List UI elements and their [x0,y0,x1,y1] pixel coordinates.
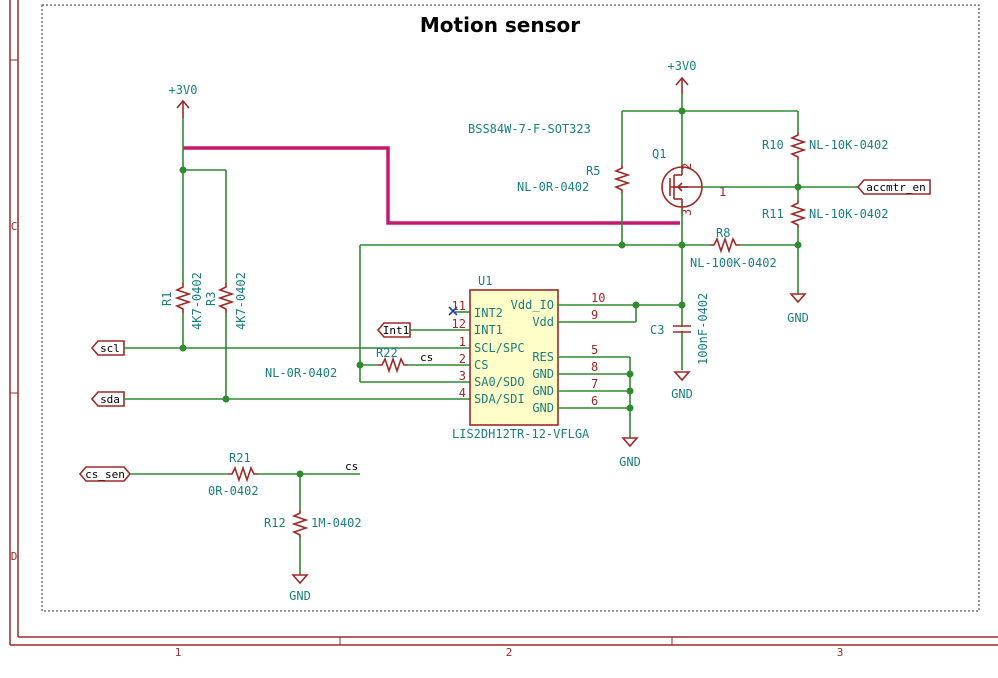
ic-u1[interactable]: U1 LIS2DH12TR-12-VFLGA 11 INT2 12 INT1 1… [452,274,606,441]
r8-ref: R8 [716,226,730,240]
u1-pin-gnd-6: GND [532,401,554,415]
vcc-left-label: +3V0 [169,83,198,97]
q1-value: BSS84W-7-F-SOT323 [468,122,591,136]
r1-ref: R1 [160,292,174,306]
resistor-r12[interactable]: R12 1M-0402 [264,510,362,538]
u1-pin-cs: CS [474,358,488,372]
sheet-box [41,4,980,612]
q1-pin-drain: 3 [680,209,694,216]
net-cs-top: cs [420,351,433,364]
u1-pin-int2: INT2 [474,306,503,320]
sheet-frame: C D 1 2 3 [9,0,998,659]
resistor-r8[interactable]: R8 NL-100K-0402 [690,226,777,270]
frame-col-1: 1 [175,646,182,659]
capacitor-c3[interactable]: C3 100nF-0402 [650,293,710,365]
svg-text:GND: GND [289,589,311,603]
r10-value: NL-10K-0402 [809,138,888,152]
r11-value: NL-10K-0402 [809,207,888,221]
u1-pin-2: 2 [459,352,466,366]
int1-label: Int1 [383,324,410,337]
resistor-r3[interactable]: R3 4K7-0402 [204,272,248,330]
r3-ref: R3 [204,292,218,306]
q1-pin-gate: 1 [719,185,726,199]
port-sda[interactable]: sda [90,391,125,407]
svg-text:GND: GND [619,455,641,469]
r12-ref: R12 [264,516,286,530]
sheet-title: Motion sensor [420,13,580,37]
frame-row-c: C [11,220,18,233]
port-int1[interactable]: Int1 [376,322,411,338]
highlighted-wire[interactable] [183,146,680,225]
gnd-symbol-c3: GND [671,371,693,401]
r12-value: 1M-0402 [311,516,362,530]
resistor-r11[interactable]: R11 NL-10K-0402 [762,200,888,228]
svg-text:GND: GND [787,311,809,325]
u1-pin-1: 1 [459,335,466,349]
u1-value: LIS2DH12TR-12-VFLGA [452,427,590,441]
u1-pin-9: 9 [591,308,598,322]
r22-value: NL-0R-0402 [265,366,337,380]
u1-pin-10: 10 [591,291,605,305]
r5-value: NL-0R-0402 [517,180,589,194]
u1-pin-vddio: Vdd_IO [511,298,554,312]
r21-ref: R21 [229,451,251,465]
q1-ref: Q1 [652,147,666,161]
u1-pin-sda: SDA/SDI [474,392,525,406]
no-connect-int2 [448,306,458,316]
frame-row-d: D [11,550,18,563]
power-symbol-right: +3V0 [668,59,697,94]
u1-pin-vdd: Vdd [532,315,554,329]
gnd-symbol-r11: GND [787,293,809,325]
r10-ref: R10 [762,138,784,152]
r8-value: NL-100K-0402 [690,256,777,270]
port-accmtr-en[interactable]: accmtr_en [856,179,931,195]
accmtr-en-label: accmtr_en [866,181,926,194]
power-symbol-left: +3V0 [169,83,198,118]
r22-ref: R22 [376,346,398,360]
u1-pin-11: 11 [452,299,466,313]
resistor-r5[interactable]: R5 NL-0R-0402 [517,164,631,194]
r1-value: 4K7-0402 [190,272,204,330]
u1-pin-res: RES [532,350,554,364]
frame-col-3: 3 [837,646,844,659]
u1-pin-6: 6 [591,394,598,408]
port-cs-sen[interactable]: cs_sen [78,466,132,482]
u1-ref: U1 [478,274,492,288]
cs-sen-label: cs_sen [85,468,125,481]
frame-col-2: 2 [506,646,513,659]
r5-ref: R5 [586,164,600,178]
u1-pin-4: 4 [459,386,466,400]
c3-value: 100nF-0402 [696,293,710,365]
r3-value: 4K7-0402 [234,272,248,330]
u1-pin-12: 12 [452,317,466,331]
sda-label: sda [100,393,120,406]
q1-pin-source: 2 [680,163,694,170]
resistor-r10[interactable]: R10 NL-10K-0402 [762,132,888,160]
u1-pin-gnd-7: GND [532,384,554,398]
u1-pin-3: 3 [459,369,466,383]
resistor-r21[interactable]: R21 0R-0402 [208,451,259,498]
mosfet-q1[interactable]: Q1 1 2 3 [652,147,726,216]
scl-label: scl [100,342,120,355]
r21-value: 0R-0402 [208,484,259,498]
resistor-r22[interactable]: R22 NL-0R-0402 [265,346,408,380]
resistor-r1[interactable]: R1 4K7-0402 [160,272,204,330]
u1-pin-sa0: SA0/SDO [474,375,525,389]
u1-pin-scl: SCL/SPC [474,341,525,355]
svg-text:GND: GND [671,387,693,401]
net-cs-bottom: cs [345,460,358,473]
u1-pin-5: 5 [591,343,598,357]
c3-ref: C3 [650,323,664,337]
port-scl[interactable]: scl [90,340,125,356]
u1-pin-7: 7 [591,377,598,391]
vcc-right-label: +3V0 [668,59,697,73]
gnd-symbol-u1: GND [619,437,641,469]
u1-pin-8: 8 [591,360,598,374]
u1-pin-int1: INT1 [474,323,503,337]
r11-ref: R11 [762,207,784,221]
gnd-symbol-r12: GND [289,574,311,603]
u1-pin-gnd-8: GND [532,367,554,381]
